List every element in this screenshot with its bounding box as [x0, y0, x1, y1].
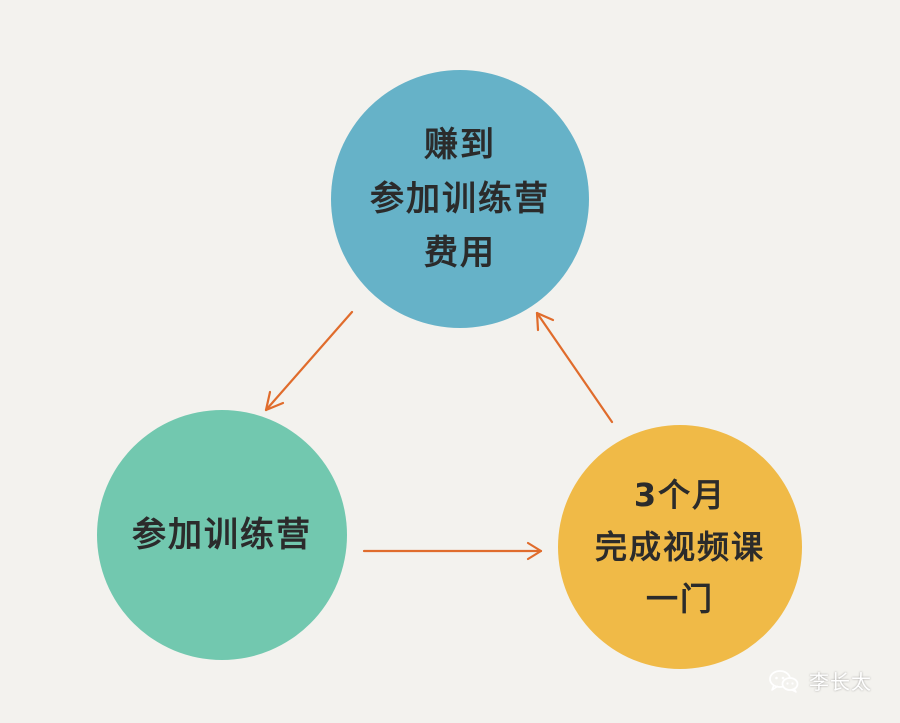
node-left-line-1: 参加训练营: [132, 515, 312, 555]
wechat-icon: [769, 669, 799, 693]
watermark-text: 李长太: [809, 670, 872, 694]
node-right-line-3: 一门: [645, 580, 714, 618]
node-earn-fee: 赚到 参加训练营 费用: [331, 70, 589, 328]
arrow-left-to-right: [362, 541, 543, 561]
node-finish-course: 3个月 完成视频课 一门: [558, 425, 802, 669]
arrow-right-to-top: [535, 311, 614, 424]
node-top-line-3: 费用: [424, 233, 496, 273]
node-right-line-2: 完成视频课: [594, 528, 765, 566]
node-right-line-1: 3个月: [633, 476, 727, 514]
watermark: 李长太: [769, 666, 872, 695]
node-top-line-2: 参加训练营: [370, 179, 550, 219]
node-top-line-1: 赚到: [424, 125, 496, 165]
node-join-camp: 参加训练营: [97, 410, 347, 660]
arrow-top-to-left: [264, 310, 354, 412]
